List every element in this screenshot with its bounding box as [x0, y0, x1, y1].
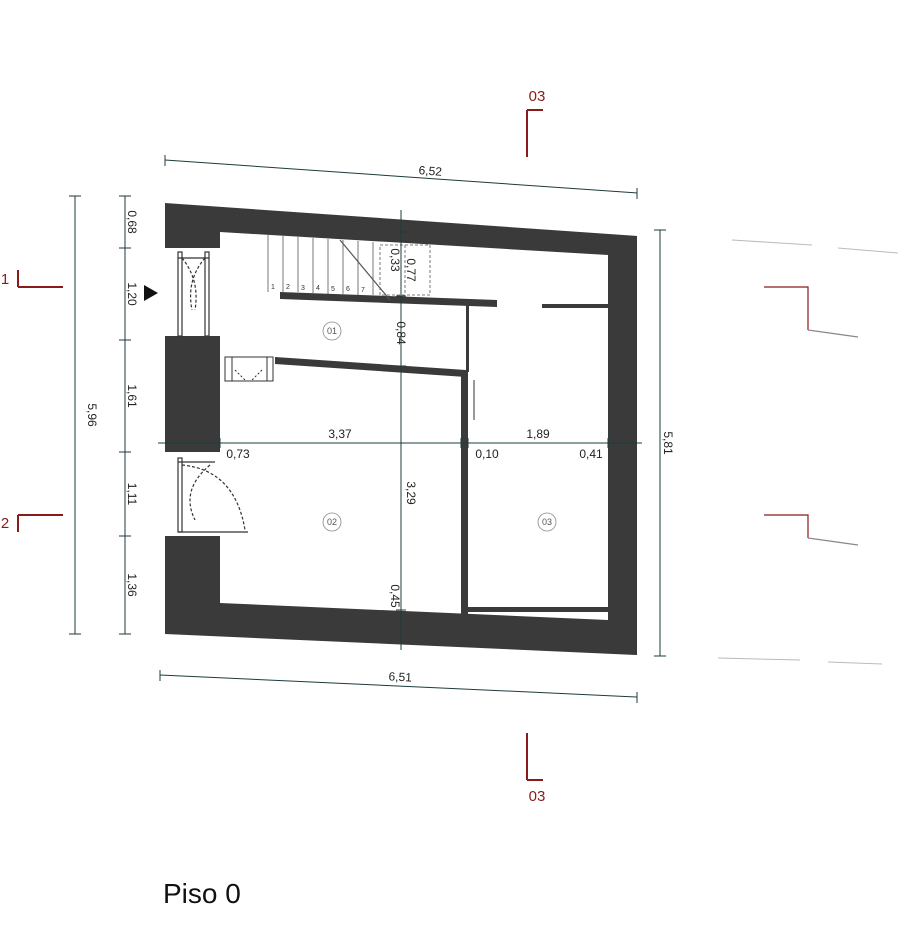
section-marker-bottom — [526, 733, 543, 781]
door-opening-upper — [163, 248, 220, 336]
room-tag-02: 02 — [322, 512, 342, 532]
dim-left-segment: 0,68 — [125, 210, 139, 234]
entrance-arrow-icon — [144, 285, 158, 301]
room-number: 01 — [327, 326, 337, 336]
section-marker-top — [526, 109, 543, 157]
dim-left-segment: 1,61 — [125, 384, 139, 408]
dim-left-total: 5,96 — [85, 403, 99, 427]
dim-vertical-axis: 0,84 — [394, 321, 408, 345]
dim-horizontal-axis: 0,73 — [226, 447, 250, 461]
dim-vertical-axis: 3,29 — [404, 481, 418, 505]
stair-step-number: 2 — [286, 284, 290, 291]
upper-door — [177, 251, 210, 337]
dim-horizontal-axis: 0,41 — [579, 447, 603, 461]
dim-horizontal-axis: 1,89 — [526, 427, 550, 441]
dimension-lines — [69, 155, 666, 703]
stair — [267, 235, 431, 301]
room-number: 03 — [542, 517, 552, 527]
dim-vertical-axis: 0,45 — [388, 584, 402, 608]
context-lines — [717, 239, 899, 665]
section-marker-right-upper — [764, 286, 859, 338]
lower-door — [177, 457, 248, 533]
door-opening-lower — [163, 452, 220, 536]
stair-step-number: 7 — [361, 287, 365, 294]
section-label-bottom: 03 — [529, 788, 546, 805]
dim-top-width: 6,52 — [418, 163, 443, 179]
section-marker-left-upper — [17, 270, 63, 288]
cabinet — [224, 356, 274, 382]
section-label-top: 03 — [529, 88, 546, 105]
dim-left-segment: 1,36 — [125, 573, 139, 597]
dim-horizontal-axis: 3,37 — [328, 427, 352, 441]
stair-step-number: 3 — [301, 285, 305, 292]
stair-step-labels: 1 2 3 4 5 6 7 — [271, 284, 365, 294]
stair-step-number: 4 — [316, 285, 320, 292]
section-label-left-upper: 1 — [1, 271, 9, 288]
section-marker-right-lower — [764, 514, 859, 546]
dim-left-segment: 1,20 — [125, 282, 139, 306]
room-tag-03: 03 — [537, 512, 557, 532]
stair-step-number: 5 — [331, 286, 335, 293]
dim-vertical-axis: 0,33 — [388, 248, 402, 272]
section-label-left-lower: 2 — [1, 515, 9, 532]
stair-step-number: 6 — [346, 286, 350, 293]
interior-partitions — [275, 292, 608, 614]
dim-vertical-axis: 0,77 — [404, 258, 418, 282]
dim-left-segment: 1,11 — [125, 483, 139, 506]
dim-right-total: 5,81 — [661, 431, 675, 455]
section-marker-left-lower — [17, 514, 63, 532]
dim-bottom-width: 6,51 — [388, 669, 412, 684]
room-number: 02 — [327, 517, 337, 527]
stair-step-number: 1 — [271, 284, 275, 291]
wall-pillar — [165, 340, 220, 452]
floor-title: Piso 0 — [163, 878, 241, 909]
room-tag-01: 01 — [322, 321, 342, 341]
dim-horizontal-axis: 0,10 — [475, 447, 499, 461]
